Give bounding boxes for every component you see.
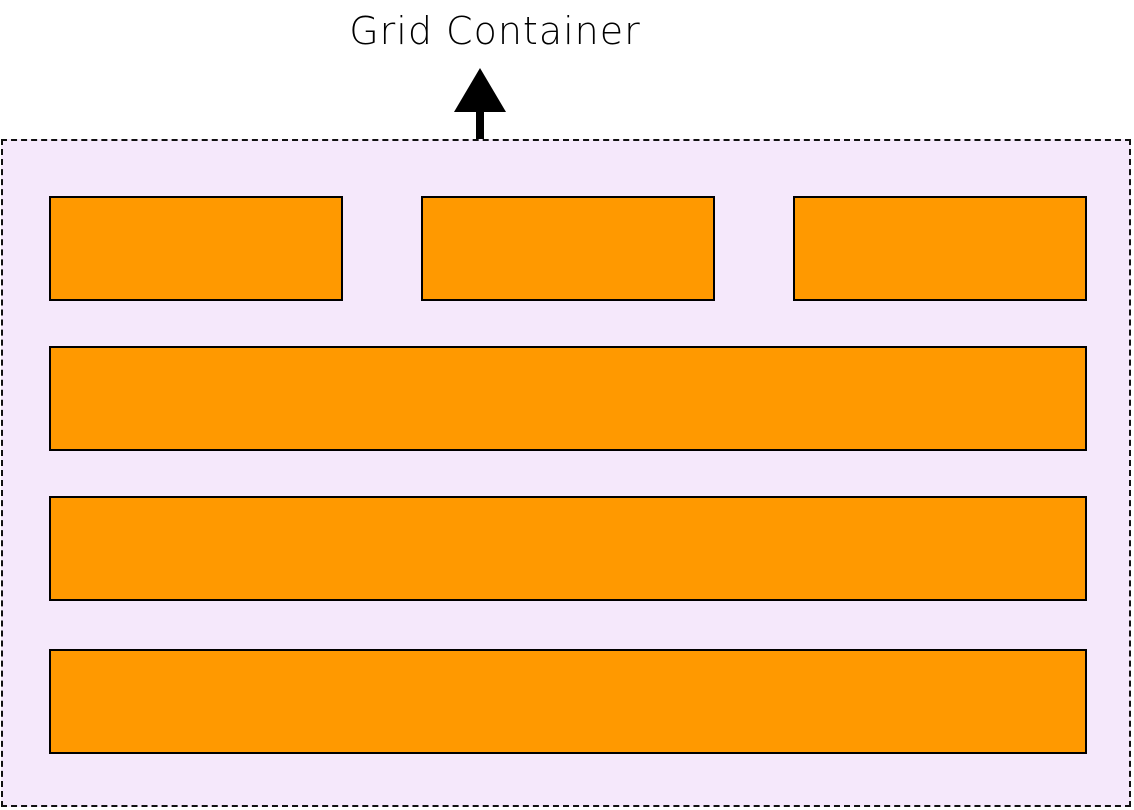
grid-item-row3 — [49, 496, 1087, 601]
grid-item-row2 — [49, 346, 1087, 451]
grid-container-label: Grid Container — [349, 9, 641, 53]
grid-item-row1-col1 — [49, 196, 343, 301]
grid-item-row1-col3 — [793, 196, 1087, 301]
grid-container — [1, 139, 1131, 807]
grid-item-row1-col2 — [421, 196, 715, 301]
grid-item-row4 — [49, 649, 1087, 754]
